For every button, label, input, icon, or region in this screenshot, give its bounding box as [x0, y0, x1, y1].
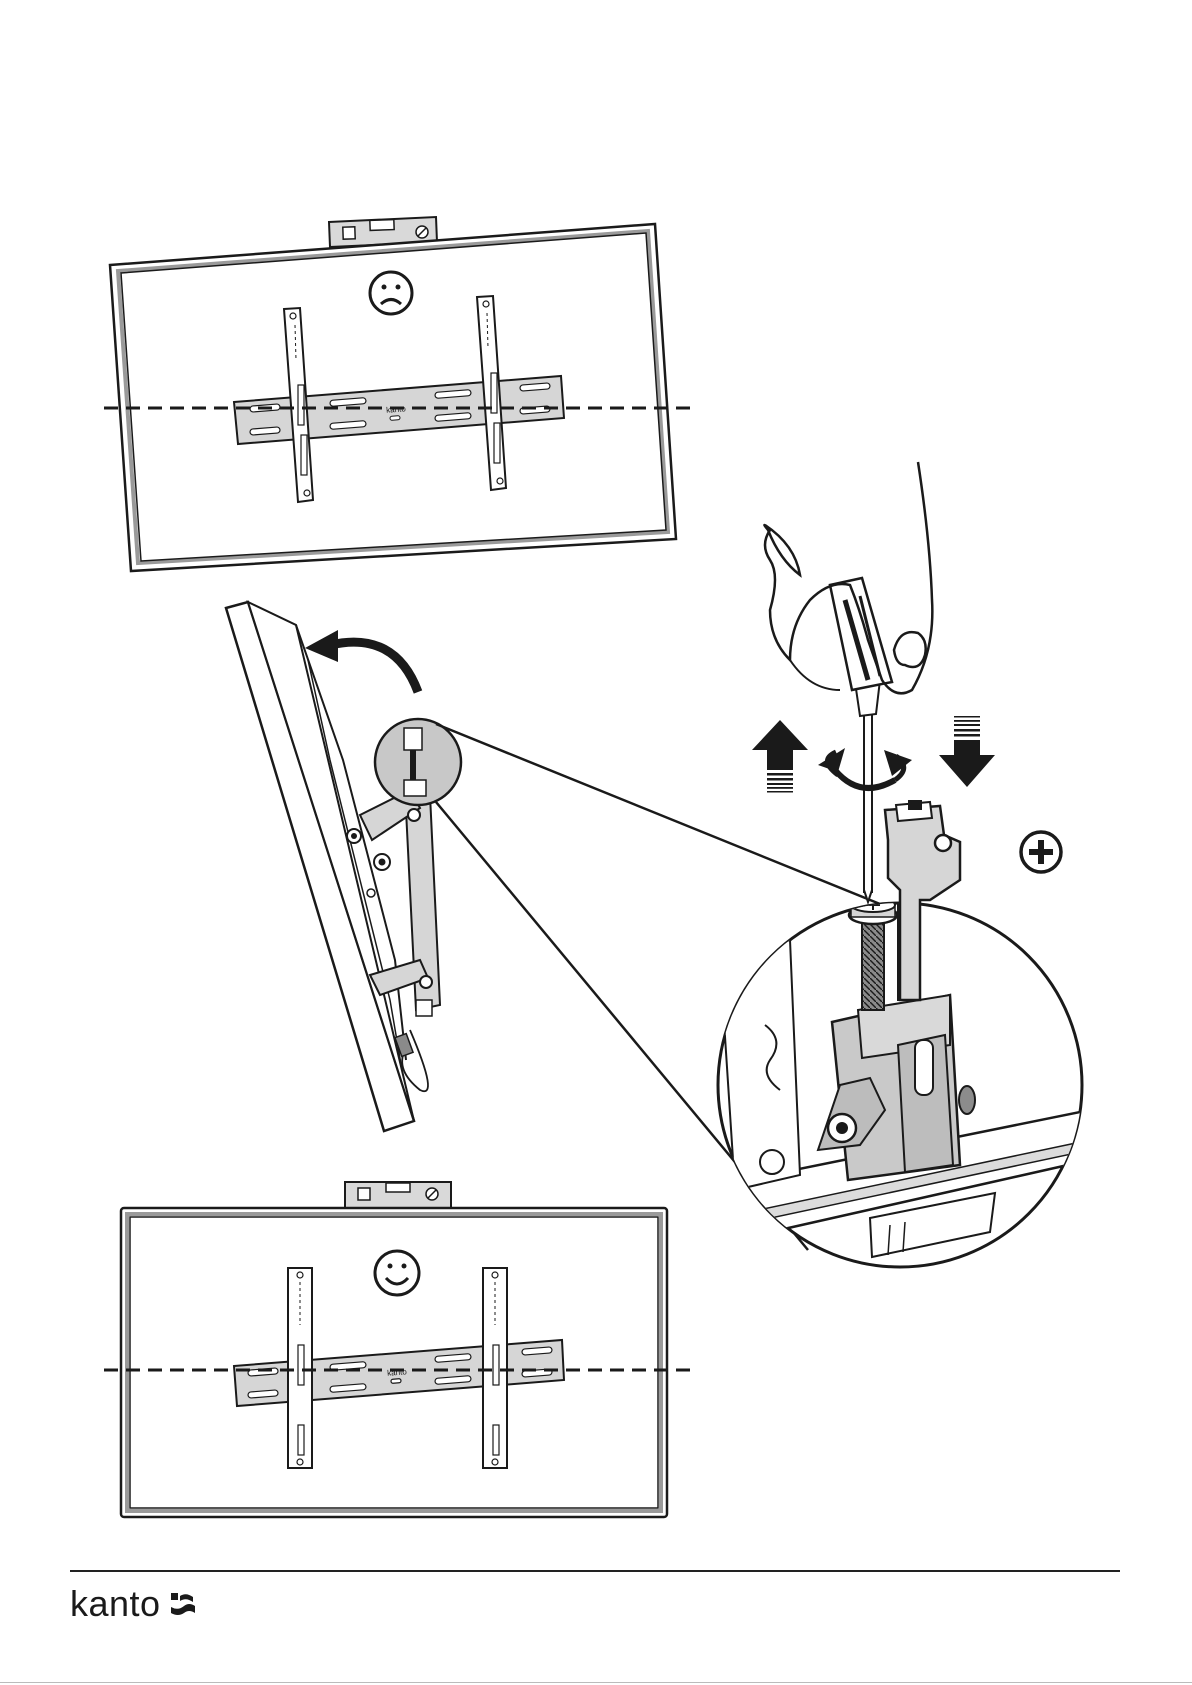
tv-side-view [226, 602, 461, 1131]
page-bottom-edge [0, 1682, 1192, 1683]
footer-divider [70, 1570, 1120, 1572]
arrow-down-icon [939, 716, 995, 787]
zoom-source-circle [375, 719, 461, 805]
vertical-arm-left-bottom [288, 1268, 312, 1468]
smile-face-icon [375, 1251, 419, 1295]
phillips-head-icon [1021, 832, 1061, 872]
frown-face-icon [370, 272, 412, 314]
kanto-mark-icon [171, 1593, 195, 1615]
tilt-arrow-icon [305, 630, 418, 692]
arrow-up-icon [752, 720, 808, 793]
spirit-level-bottom [345, 1182, 451, 1208]
vertical-arm-right-bottom [483, 1268, 507, 1468]
zoom-connector-upper [436, 724, 880, 904]
kanto-logo: kanto [70, 1574, 195, 1634]
tv-not-level: kanto [104, 217, 690, 571]
logo-wordmark: kanto [70, 1583, 161, 1625]
tv-level: kanto [104, 1182, 690, 1517]
